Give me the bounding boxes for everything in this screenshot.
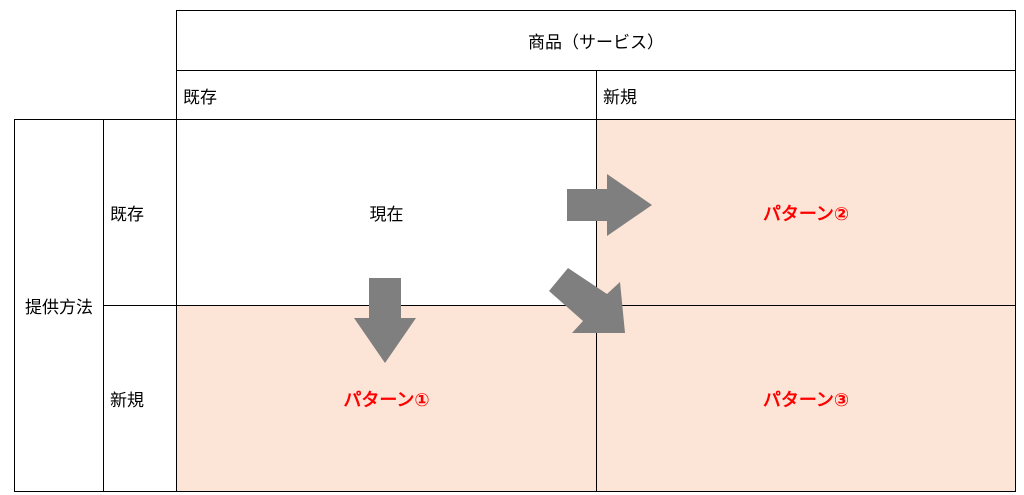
row-label-existing-text: 既存 [110,205,144,225]
cell-pattern-2: パターン② [596,119,1016,306]
cell-pattern-1-text: パターン① [343,389,430,411]
row-label-new-text: 新規 [110,391,144,411]
header-col-new-text: 新規 [603,87,637,108]
cell-pattern-3: パターン③ [596,305,1016,492]
cell-current-text: 現在 [369,205,404,225]
arrow-right-icon [567,174,652,236]
cell-pattern-2-text: パターン② [762,203,850,225]
arrow-down-icon [354,278,416,363]
cell-pattern-3-text: パターン③ [762,389,850,411]
header-product-title-text: 商品（サービス） [528,33,664,53]
arrow-diagonal-icon [549,268,625,333]
row-axis-label-text: 提供方法 [25,298,93,318]
header-col-existing-text: 既存 [183,87,217,108]
